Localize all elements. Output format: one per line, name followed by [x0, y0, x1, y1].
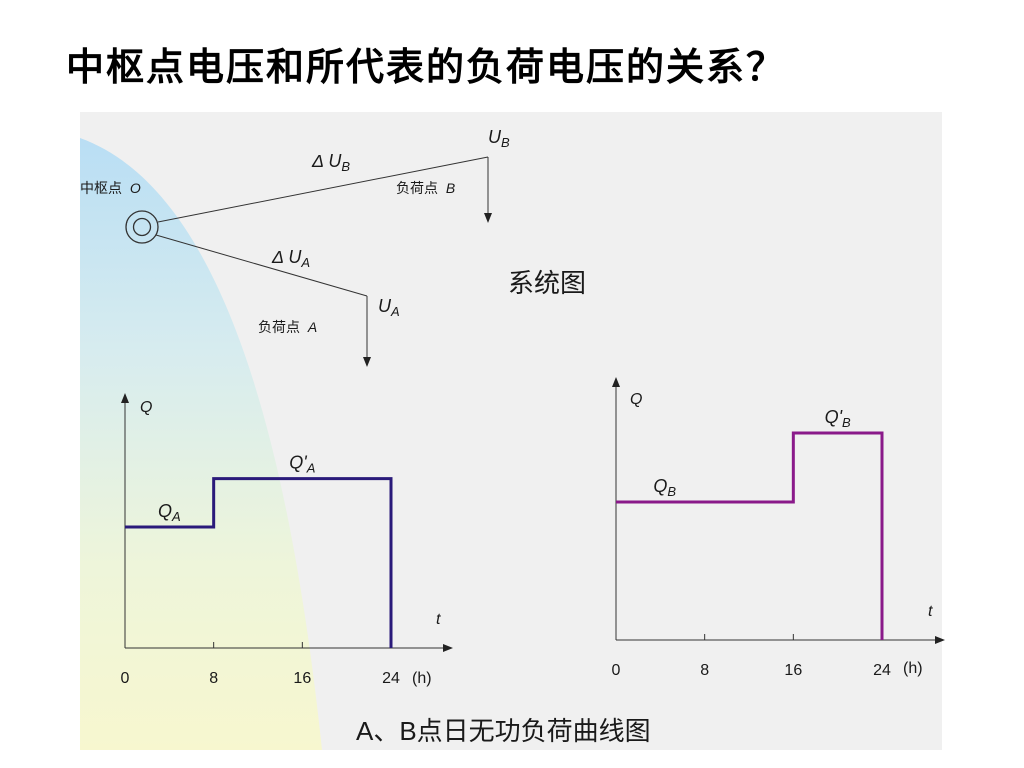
system-diagram-caption: 系统图 — [508, 268, 586, 298]
x-tick-label: 24 — [382, 670, 400, 687]
voltage-u-a-label: UA — [378, 296, 400, 319]
x-tick-label: 8 — [700, 662, 709, 679]
segment-label: Q'B — [825, 407, 851, 430]
chart-a-y-label: Q — [140, 399, 152, 416]
segment-label: QA — [158, 501, 181, 524]
chart-a: Q t (h) 0 8 16 24 QA Q'A — [121, 393, 453, 687]
chart-b-segment-labels: QB Q'B — [653, 407, 851, 499]
chart-b: Q t (h) 0 8 16 24 QB Q'B — [612, 377, 945, 679]
chart-b-step-line — [616, 431, 884, 640]
x-tick-label: 8 — [209, 670, 218, 687]
segment-label: Q'A — [289, 453, 315, 476]
chart-a-x-unit: (h) — [412, 670, 432, 687]
chart-b-y-label: Q — [630, 391, 642, 408]
hub-node-inner — [132, 217, 152, 237]
x-tick-label: 24 — [873, 662, 891, 679]
chart-a-step-line — [125, 477, 393, 648]
voltage-u-b-label: UB — [488, 127, 510, 150]
x-tick-label: 16 — [293, 670, 311, 687]
chart-b-ticks: 0 8 16 24 — [612, 634, 891, 679]
chart-b-x-unit: (h) — [903, 660, 923, 677]
hub-label: 中枢点 O — [80, 180, 141, 196]
line-to-a — [155, 234, 368, 297]
line-to-b — [157, 156, 489, 223]
x-tick-label: 0 — [612, 662, 621, 679]
x-tick-label: 0 — [121, 670, 130, 687]
chart-a-x-label: t — [436, 611, 441, 628]
x-tick-label: 16 — [784, 662, 802, 679]
background-gradient-shape — [80, 138, 322, 750]
segment-label: QB — [653, 476, 676, 499]
load-curves-caption: A、B点日无功负荷曲线图 — [356, 716, 651, 746]
chart-a-segment-labels: QA Q'A — [158, 453, 315, 524]
load-point-b-label: 负荷点 B — [396, 180, 455, 196]
load-point-a-label: 负荷点 A — [258, 319, 317, 335]
delta-u-a-label: Δ UA — [271, 247, 310, 270]
system-diagram: 中枢点 O Δ UB UB 负荷点 B Δ UA UA — [80, 127, 510, 367]
hub-node-outer — [125, 210, 159, 244]
delta-u-b-label: Δ UB — [311, 151, 350, 174]
chart-b-x-label: t — [928, 603, 933, 620]
slide-title: 中枢点电压和所代表的负荷电压的关系？ — [66, 44, 787, 89]
